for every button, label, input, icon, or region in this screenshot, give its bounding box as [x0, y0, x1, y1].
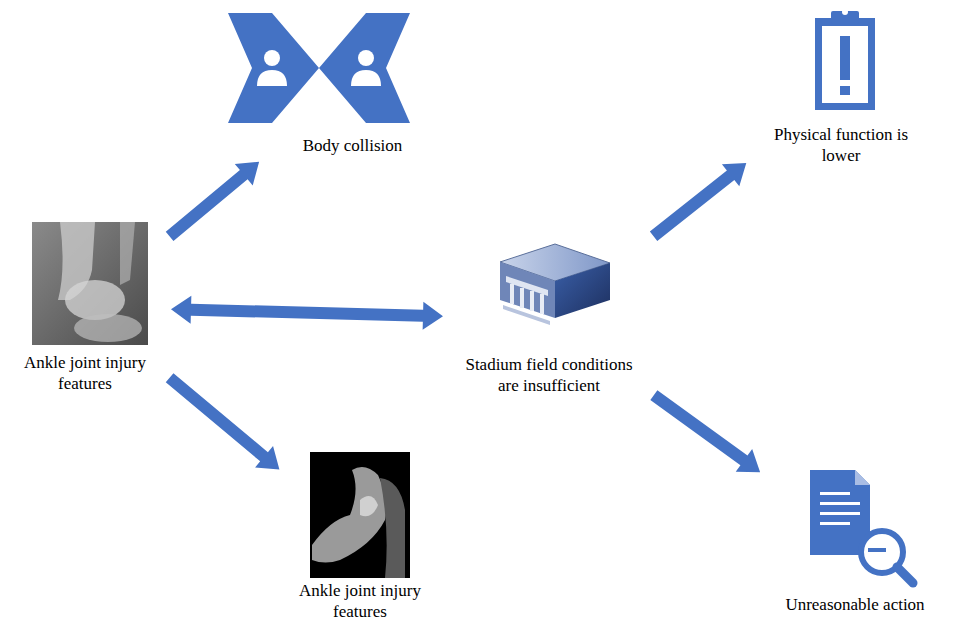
- icon-node: Ankle joint injury features: [5, 218, 165, 396]
- node-caption: Stadium field conditions are insufficien…: [459, 355, 639, 396]
- document-search-icon: [810, 470, 913, 583]
- collision-icon: [228, 13, 410, 123]
- clipboard-icon: [815, 9, 875, 110]
- block-arrow: [650, 390, 760, 472]
- node-caption: Body collision: [303, 136, 403, 156]
- icon-node: Stadium field conditions are insufficien…: [449, 240, 649, 398]
- node-caption: Ankle joint injury features: [15, 353, 155, 394]
- block-arrow: [166, 373, 280, 469]
- icon-node: Body collision: [255, 10, 450, 158]
- muscle-photo: [310, 452, 410, 578]
- node-caption: Unreasonable action: [785, 595, 924, 615]
- block-arrow: [166, 162, 259, 241]
- icon-node: Ankle joint injury features: [284, 450, 436, 624]
- block-arrow: [171, 296, 443, 330]
- building-icon: [500, 244, 610, 325]
- icon-node: Physical function is lower: [751, 8, 931, 168]
- block-arrow: [650, 163, 746, 241]
- icon-node: Unreasonable action: [765, 465, 945, 617]
- node-caption: Ankle joint injury features: [290, 581, 430, 622]
- xray-photo: [32, 222, 148, 345]
- node-caption: Physical function is lower: [766, 125, 916, 166]
